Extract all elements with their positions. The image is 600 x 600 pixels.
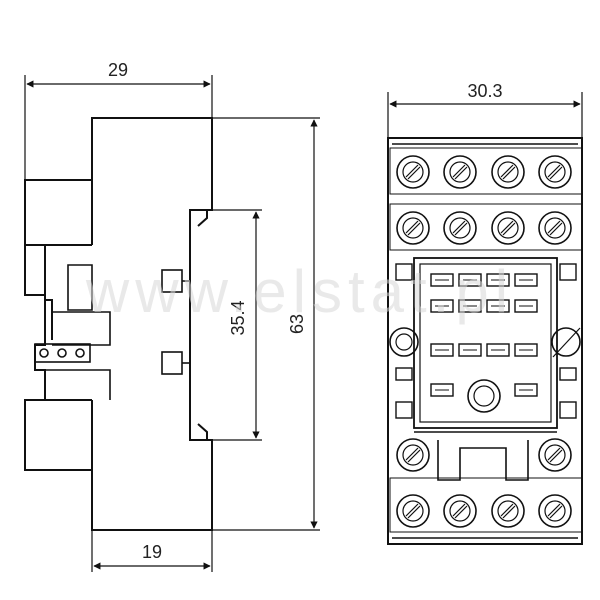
front-dimensions: [387, 92, 583, 138]
dim-inner-height: 35.4: [228, 300, 248, 335]
front-body-outline: [387, 137, 583, 545]
contact-slot: [486, 343, 510, 357]
dim-front-width: 30.3: [467, 81, 502, 101]
front-terminal-screws: [389, 147, 583, 533]
front-fix-screw-right: [551, 327, 581, 357]
terminal-screw: [491, 155, 525, 189]
contact-slot: [486, 273, 510, 287]
side-body-outline: [24, 117, 213, 531]
contact-slot: [486, 299, 510, 313]
contact-slot: [430, 273, 454, 287]
watermark: www.elstat.pl: [85, 258, 514, 325]
front-center-post: [467, 379, 501, 413]
contact-slot: [458, 299, 482, 313]
terminal-screw: [396, 211, 430, 245]
terminal-screw: [443, 155, 477, 189]
contact-slot: [514, 383, 538, 397]
terminal-screw: [443, 494, 477, 528]
front-view: [387, 137, 583, 545]
terminal-screw: [396, 438, 430, 472]
side-relay-seat: [190, 209, 208, 441]
terminal-screw: [443, 211, 477, 245]
terminal-screw: [538, 438, 572, 472]
side-dimensions: [24, 75, 320, 572]
contact-slot: [430, 383, 454, 397]
contact-slot: [430, 343, 454, 357]
terminal-screw: [538, 155, 572, 189]
side-view: [24, 117, 213, 531]
terminal-screw: [396, 155, 430, 189]
terminal-frame: [389, 477, 583, 533]
side-screw-block: [34, 343, 91, 363]
terminal-frame: [389, 203, 583, 251]
front-fix-screw-left: [389, 327, 419, 357]
contact-slot: [514, 299, 538, 313]
contact-slot: [514, 273, 538, 287]
front-contact-slots: [430, 273, 538, 397]
contact-slot: [514, 343, 538, 357]
terminal-frame: [389, 147, 583, 195]
dim-top-width: 29: [108, 60, 128, 80]
dim-total-height: 63: [287, 314, 307, 334]
terminal-screw: [538, 494, 572, 528]
terminal-screw: [538, 211, 572, 245]
contact-slot: [458, 343, 482, 357]
front-relay-seat: [413, 257, 558, 429]
terminal-screw: [491, 211, 525, 245]
terminal-screw: [396, 494, 430, 528]
contact-slot: [430, 299, 454, 313]
dim-bottom-width: 19: [142, 542, 162, 562]
terminal-screw: [491, 494, 525, 528]
contact-slot: [458, 273, 482, 287]
